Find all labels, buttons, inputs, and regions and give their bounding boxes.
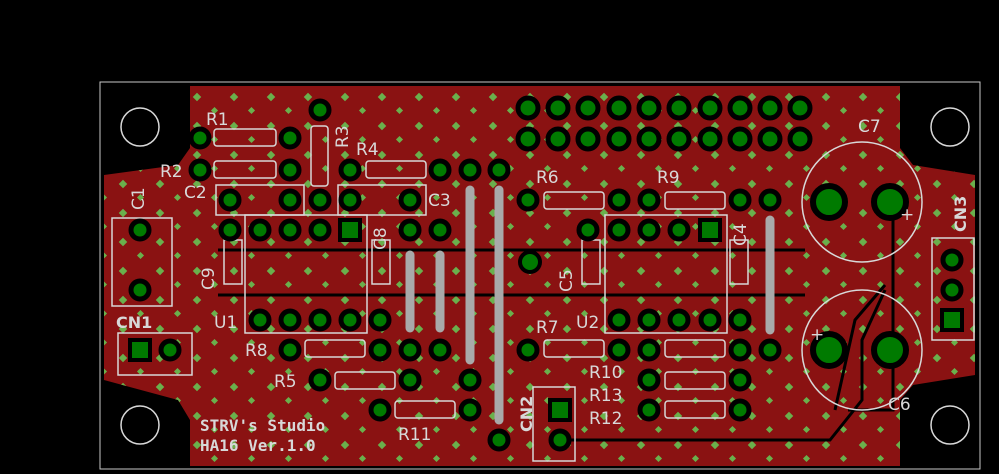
label-r11: R11: [398, 425, 431, 445]
label-cn2: CN2: [517, 396, 536, 432]
label-r10: R10: [589, 363, 622, 383]
mount-hole-br: [930, 405, 970, 445]
label-r13: R13: [589, 386, 622, 406]
label-r6: R6: [536, 168, 559, 188]
mounting-holes: [120, 107, 970, 445]
label-r2: R2: [160, 162, 183, 182]
label-c7: C7: [858, 117, 881, 137]
label-r3: R3: [333, 125, 353, 148]
label-r8: R8: [245, 341, 268, 361]
electrolytic-pads: [518, 183, 909, 369]
resistor-bodies: [213, 125, 726, 419]
label-r4: R4: [356, 140, 379, 160]
label-c6: C6: [888, 395, 911, 415]
ground-strips: [405, 185, 775, 425]
silkscreen-labels: R1 R2 R3 R4 C2 C3 C1 C8 C9 U1 R8 R5 R11 …: [116, 110, 970, 455]
label-r9: R9: [657, 168, 680, 188]
label-r5: R5: [274, 372, 297, 392]
label-c1: C1: [129, 187, 149, 210]
label-cn1: CN1: [116, 313, 152, 332]
label-c3: C3: [428, 191, 451, 211]
mount-hole-tr: [930, 107, 970, 147]
label-r1: R1: [206, 110, 229, 130]
label-u1: U1: [214, 313, 237, 333]
label-cn3: CN3: [951, 196, 970, 232]
label-c8: C8: [371, 227, 391, 250]
label-c6-plus: +: [810, 325, 824, 345]
cap-markers: [223, 239, 749, 285]
mount-hole-bl: [120, 405, 160, 445]
label-r12: R12: [589, 409, 622, 429]
label-r7: R7: [536, 318, 559, 338]
square-pads: [128, 218, 964, 422]
label-c5: C5: [557, 269, 577, 292]
board-version: HA16 Ver.1.0: [200, 436, 316, 455]
ic-outlines: [111, 141, 975, 462]
label-c2: C2: [184, 183, 207, 203]
header-pins: [515, 95, 813, 152]
component-pads: [128, 98, 964, 452]
label-c9: C9: [199, 267, 219, 290]
label-u2: U2: [576, 313, 599, 333]
studio-name: STRV's Studio: [200, 416, 325, 435]
mount-hole-tl: [120, 107, 160, 147]
board-outline: [99, 81, 981, 470]
label-c7-plus: +: [900, 205, 914, 225]
label-c4: C4: [731, 223, 751, 246]
